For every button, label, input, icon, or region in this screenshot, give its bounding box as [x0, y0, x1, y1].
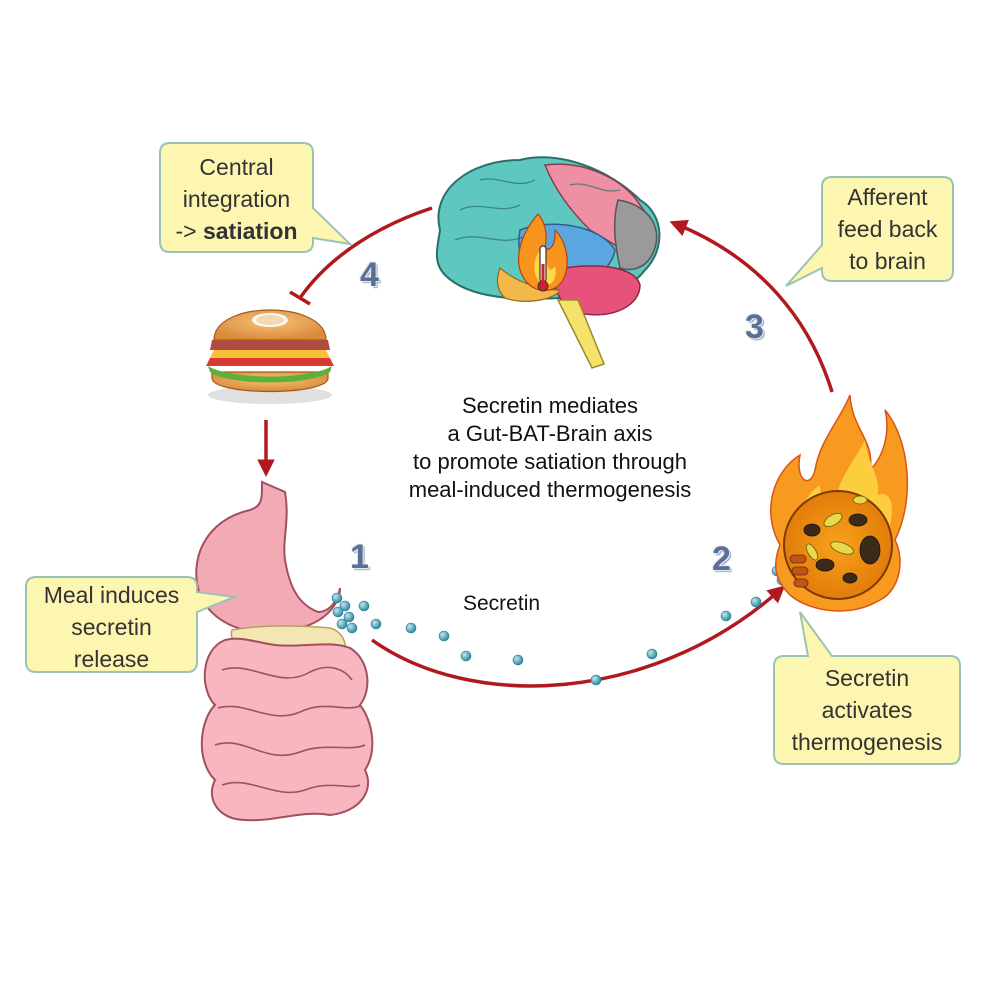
brain-icon — [435, 156, 661, 369]
step-number-3: 3 — [745, 308, 764, 346]
callout-central-prefix: -> — [175, 218, 203, 244]
arrow-brain-to-meal — [298, 206, 433, 300]
secretin-label: Secretin — [463, 592, 541, 615]
callout-secretin-thermogenesis — [773, 611, 961, 765]
secretin-dots — [358, 565, 788, 686]
callout-meal-line3: release — [73, 646, 150, 672]
gut-icon — [195, 480, 374, 822]
callout-meal-secretin — [25, 576, 238, 673]
callout-meal-text: Meal induces secretin release — [26, 579, 197, 675]
step-number-4: 4 — [360, 256, 379, 294]
arrow-bat-to-brain — [669, 219, 834, 393]
callout-afferent-feedback — [785, 176, 954, 287]
inhibition-bar — [289, 290, 311, 306]
center-line-2: a Gut-BAT-Brain axis — [447, 421, 653, 446]
callout-central-text: Central integration -> satiation — [160, 151, 313, 247]
step-number-1: 1 — [350, 538, 369, 576]
callout-central-satiation: satiation — [202, 218, 298, 244]
step-number-2: 2 — [712, 540, 731, 578]
callout-central-line1: Central — [199, 154, 274, 180]
callout-afferent-line3: to brain — [849, 248, 926, 274]
center-description: Secretin mediates a Gut-BAT-Brain axis t… — [350, 392, 750, 504]
thermometer-icon — [537, 245, 549, 292]
callout-activates-line1: Secretin — [824, 665, 910, 691]
callout-afferent-line2: feed back — [837, 216, 938, 242]
callout-afferent-text: Afferent feed back to brain — [822, 181, 953, 277]
callout-meal-line1: Meal induces — [43, 582, 180, 608]
callout-afferent-line1: Afferent — [847, 184, 928, 210]
center-line-4: meal-induced thermogenesis — [408, 477, 692, 502]
callout-activates-text: Secretin activates thermogenesis — [774, 662, 960, 758]
arrow-gut-to-bat — [370, 585, 786, 688]
callout-activates-line3: thermogenesis — [791, 729, 943, 755]
burger-icon — [206, 309, 334, 404]
callout-central-line2: integration — [182, 186, 291, 212]
callout-central-integration — [159, 142, 353, 253]
brown-fat-cell-icon — [770, 394, 909, 612]
callout-meal-line2: secretin — [71, 614, 152, 640]
callout-activates-line2: activates — [821, 697, 913, 723]
callout-central-line3: -> satiation — [160, 215, 313, 247]
center-line-1: Secretin mediates — [461, 393, 639, 418]
center-line-3: to promote satiation through — [413, 449, 687, 474]
